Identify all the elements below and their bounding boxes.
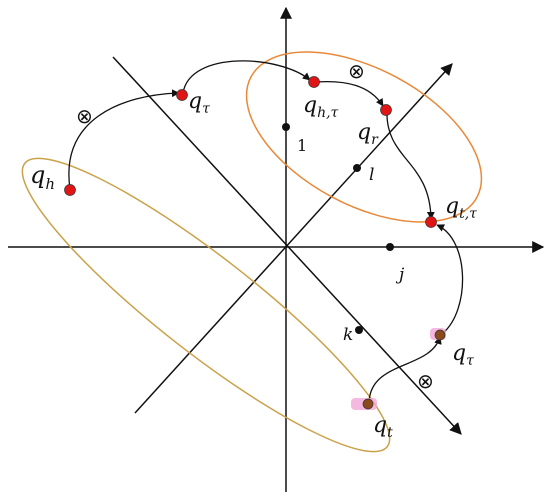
point-qhtau: [308, 76, 320, 88]
ellipse-lower-left: [21, 157, 391, 453]
label-qttau: qt,τ: [445, 194, 477, 222]
arrow-qt-to-qtau: [368, 336, 442, 404]
label-qhtau: qh,τ: [303, 93, 339, 121]
label-qr: qr: [357, 120, 379, 148]
point-qttau: [425, 216, 437, 228]
axis-label-j: j: [395, 265, 405, 285]
label-qtau-bottom: qτ: [452, 341, 474, 369]
point-qtau-bottom: [434, 329, 446, 341]
axis-dot-l: [353, 164, 361, 172]
axis-dot-k: [355, 326, 363, 334]
axis-label-k: k: [343, 325, 353, 345]
axis-dot-1: [282, 123, 290, 131]
axis-l: [134, 63, 453, 414]
arrow-qhtau-to-qr: [315, 80, 384, 107]
label-qtau-top: qτ: [188, 89, 210, 117]
point-qh: [64, 184, 76, 196]
label-qt: qt: [373, 413, 393, 441]
otimes-left: ⊗: [76, 104, 93, 128]
axis-label-l: l: [369, 165, 374, 185]
label-qh: qh: [30, 161, 55, 193]
arrow-qh-to-qtau: [68, 89, 180, 190]
arrow-qr-to-qttau: [386, 109, 435, 220]
ellipse-top-right: [245, 51, 483, 223]
axis-k: [112, 56, 462, 435]
axis-label-1: 1: [297, 136, 307, 155]
point-qr: [380, 104, 392, 116]
arrow-qtau-to-qhtau: [182, 60, 311, 94]
point-qt: [362, 398, 374, 410]
point-qtau-top: [176, 89, 188, 101]
arrow-qtau-to-qttau: [436, 224, 464, 334]
otimes-top: ⊗: [348, 59, 365, 83]
axis-dot-j: [386, 243, 394, 251]
otimes-bottom: ⊗: [417, 369, 434, 393]
